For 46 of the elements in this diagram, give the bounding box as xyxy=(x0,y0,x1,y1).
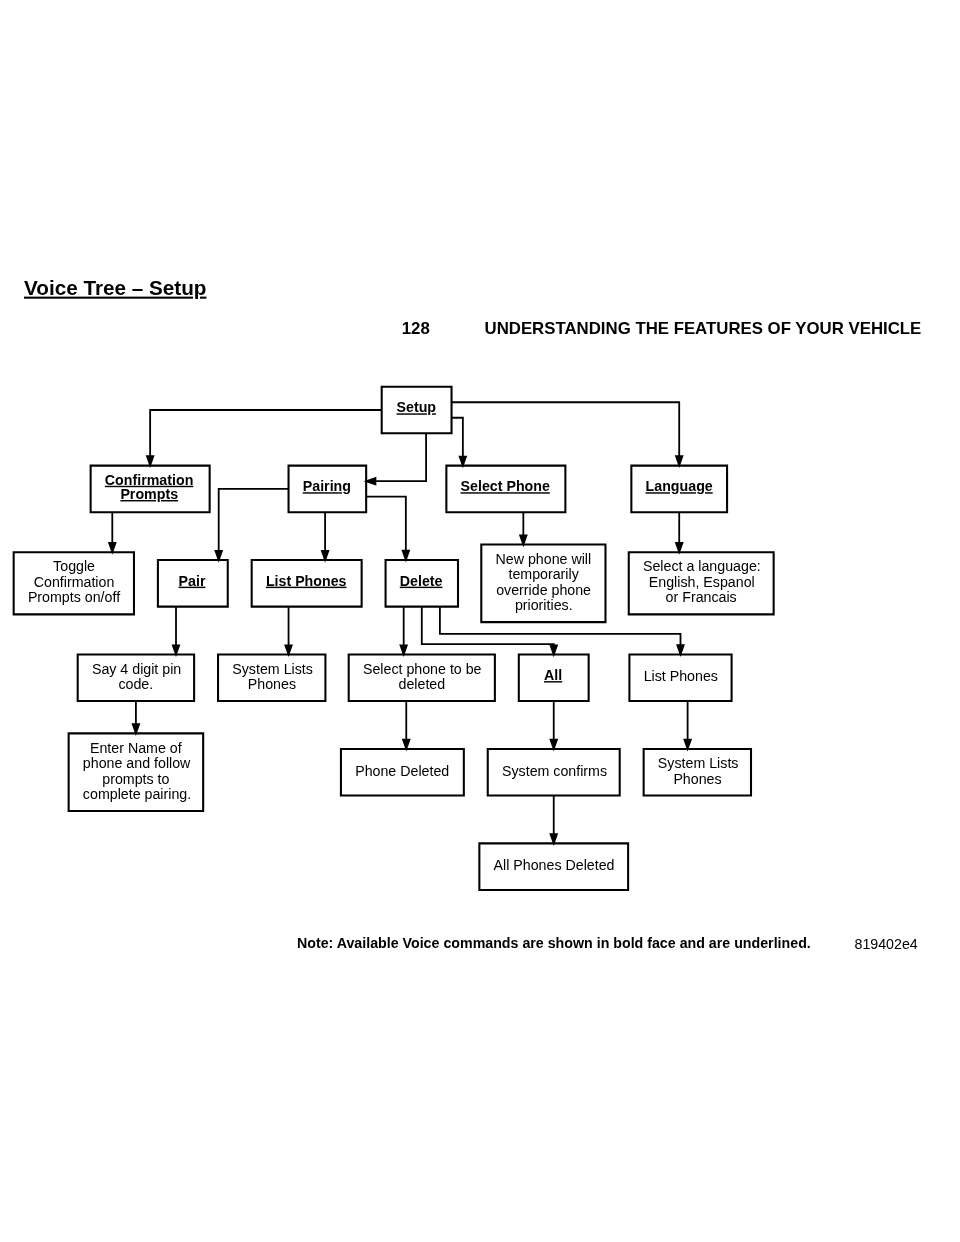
node-box: Select a language: English, Espanol or Francais xyxy=(627,550,775,615)
node-box: Confirmation Prompts xyxy=(89,464,211,513)
node-box: Say 4 digit pin code. xyxy=(76,652,196,702)
arrow xyxy=(674,510,684,555)
arrow xyxy=(365,495,411,562)
label: 819402e4 xyxy=(854,935,918,952)
node-box: Select Phone xyxy=(445,464,567,513)
arrow xyxy=(439,605,685,657)
node-box: Select phone to be deleted xyxy=(347,652,496,702)
node-box: Pair xyxy=(156,558,229,608)
node-box: All xyxy=(517,652,590,702)
node-box: Delete xyxy=(384,558,460,608)
node-box: Language xyxy=(630,464,729,513)
arrow xyxy=(131,699,141,736)
arrow xyxy=(399,605,409,657)
arrow xyxy=(363,431,427,486)
node-box: Pairing xyxy=(287,464,368,513)
arrow xyxy=(683,699,693,752)
node-box: System Lists Phones xyxy=(217,652,327,702)
node-box: List Phones xyxy=(250,558,363,608)
label: 128 xyxy=(401,318,430,338)
diagram-title: Voice Tree – Setup xyxy=(24,275,207,299)
arrow xyxy=(214,487,290,563)
arrow xyxy=(518,510,528,547)
arrow xyxy=(450,416,468,468)
arrow xyxy=(107,510,117,555)
node-box: All Phones Deleted xyxy=(478,841,630,891)
arrow xyxy=(549,794,559,846)
label: UNDERSTANDING THE FEATURES OF YOUR VEHICLE xyxy=(484,318,922,338)
node-box: Enter Name of phone and follow prompts to complete pairing. xyxy=(67,731,205,812)
node-box: System Lists Phones xyxy=(642,747,753,797)
arrow xyxy=(420,605,559,657)
node-box: Setup xyxy=(380,385,453,434)
arrow xyxy=(171,605,181,657)
node-box: Toggle Confirmation Prompts on/off xyxy=(12,550,135,615)
label: Note: Available Voice commands are shown in bold face and are underlined. xyxy=(296,934,811,951)
node-box: Phone Deleted xyxy=(339,747,465,797)
node-box: List Phones xyxy=(628,652,733,702)
arrow xyxy=(145,408,383,468)
arrow xyxy=(451,400,684,468)
node-box: New phone will temporarily override phone priorities. xyxy=(480,543,607,623)
arrow xyxy=(549,699,559,752)
arrow xyxy=(320,510,330,563)
arrow xyxy=(284,605,293,657)
arrow xyxy=(401,699,411,752)
node-box: System confirms xyxy=(486,747,621,797)
